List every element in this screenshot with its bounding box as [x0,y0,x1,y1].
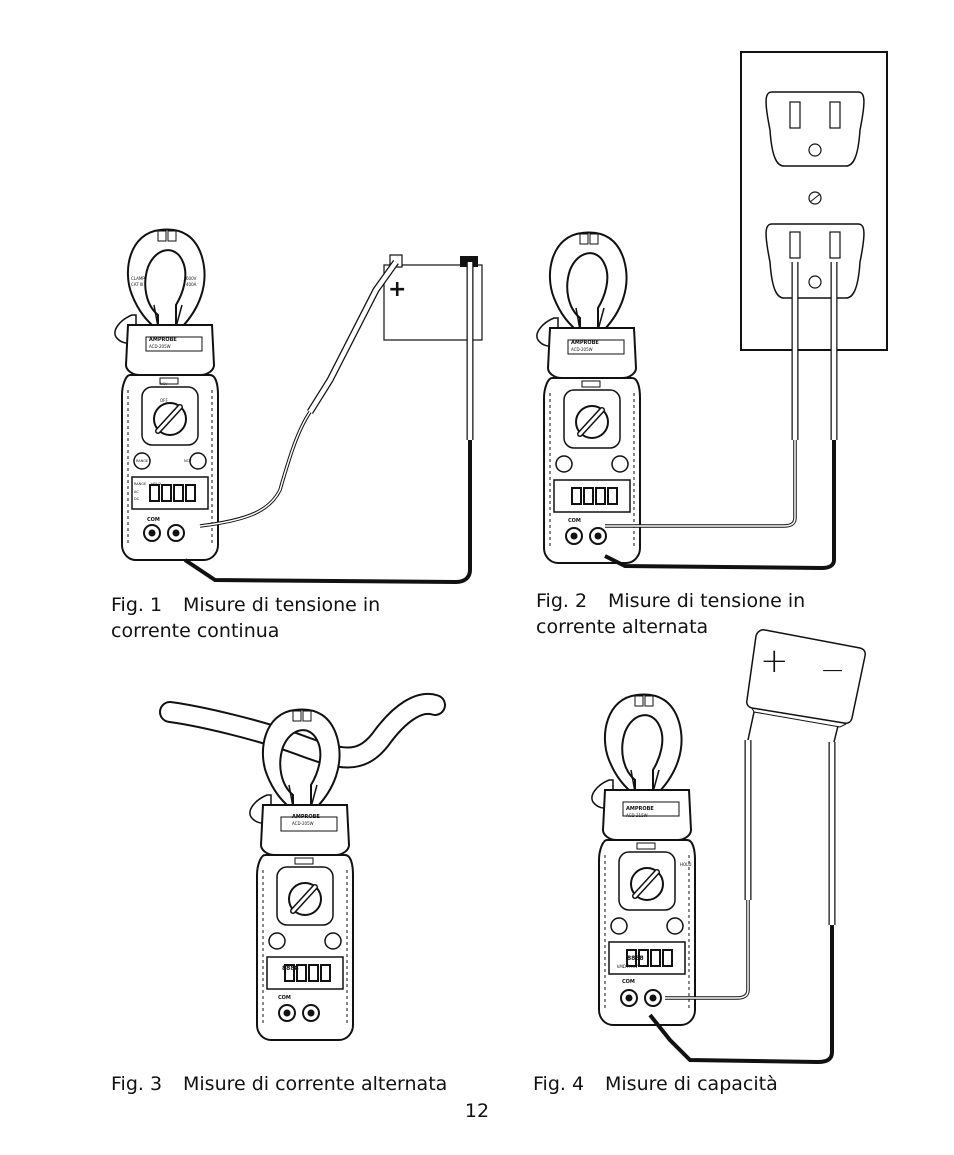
figure-number: Fig. 2 [536,590,588,612]
figure-number: Fig. 1 [111,594,163,616]
caption-line-2: corrente continua [111,620,280,642]
figure-number: Fig. 3 [111,1073,163,1095]
com-label-2: COM [568,518,581,524]
figure-3-caption: Fig. 3 Misure di corrente alternata [111,1071,447,1097]
capacitor-plus: + [760,641,789,681]
range-label: RANGE [136,459,148,463]
lcd-digits-3: 8888 [282,965,299,972]
cat-label: CAT III [131,282,143,287]
lcd-digits-4: 8888 [627,955,644,962]
figure-3-illustration: AMPROBE ACD-205W COM 8888 [159,692,446,1040]
figure-4-illustration: AMPROBE ACD-215W HOLD COM 8888 kMΩ A mV … [592,629,866,1065]
figure-2-caption: Fig. 2 Misure di tensione in corrente alte… [536,588,805,640]
ncv-button-label: NCV [184,459,192,463]
com-label-4: COM [622,979,635,985]
brand-label-4: AMPROBE [626,806,654,812]
capacitor-minus: − [820,653,845,688]
figure-4-caption: Fig. 4 Misure di capacità [533,1071,778,1097]
brand-label: AMPROBE [149,337,177,343]
caption-line-1: Misure di capacità [605,1073,778,1095]
brand-label-2: AMPROBE [571,340,599,346]
figure-1-illustration: CLAMP CAT III 600V 400A AMPROBE ACD-205W… [115,229,483,585]
hold-side-label: HOLD [680,862,691,867]
model-label-2: ACD-205W [571,347,593,352]
battery-plus-1: + [388,277,406,302]
lcd-range-label: RANGE [134,482,146,486]
lcd-units-4: kMΩ A mV [617,964,638,969]
figure-1-caption: Fig. 1 Misure di tensione in corrente cont… [111,592,380,644]
lcd-dc-label: DC [134,497,140,501]
ncv-window-label: NCV [160,382,168,386]
lcd-hold-label: HOLD [151,482,161,486]
page-number: 12 [464,1100,490,1122]
rating-label-2: 400A [186,282,197,287]
clamp-label: CLAMP [131,276,145,281]
caption-line-1: Misure di tensione in [183,594,381,616]
caption-line-2: corrente alternata [536,616,709,638]
caption-line-1: Misure di tensione in [608,590,806,612]
model-label-3: ACD-205W [292,821,314,826]
figure-2-illustration: AMPROBE ACD-205W COM [537,51,888,571]
off-label: OFF [160,398,168,403]
figure-number: Fig. 4 [533,1073,585,1095]
com-label: COM [147,517,160,523]
model-label-4: ACD-215W [626,813,648,818]
lcd-ac-label: AC [134,490,139,494]
caption-line-1: Misure di corrente alternata [183,1073,448,1095]
com-label-3: COM [278,995,291,1001]
model-label: ACD-205W [149,344,171,349]
brand-label-3: AMPROBE [292,814,320,820]
rating-label: 600V [186,276,197,281]
